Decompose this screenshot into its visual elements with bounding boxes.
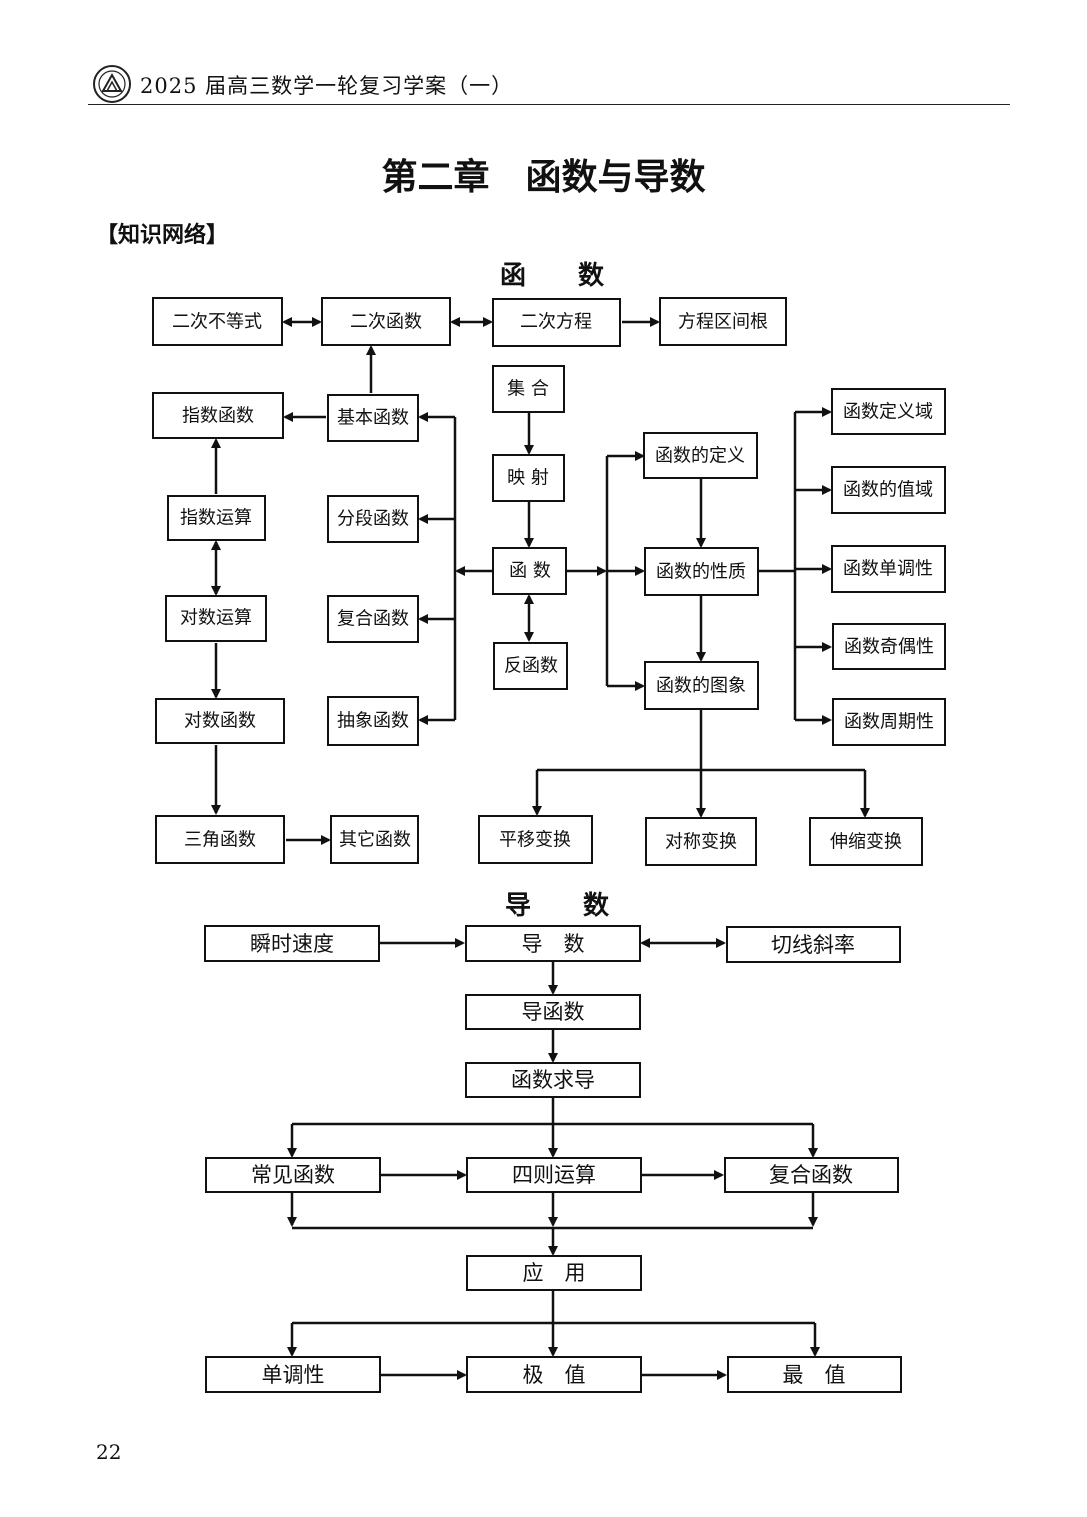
svg-text:伸缩变换: 伸缩变换 (830, 832, 902, 853)
function-map-heading: 函 数 (500, 261, 605, 291)
node-set: 集 合 (492, 365, 565, 413)
svg-text:函数的值域: 函数的值域 (843, 480, 933, 501)
function-map-edges (211, 317, 870, 845)
svg-text:三角函数: 三角函数 (184, 830, 256, 851)
node-period: 函数周期性 (832, 698, 946, 746)
node-other: 其它函数 (330, 815, 419, 864)
node-def: 函数的定义 (643, 432, 758, 479)
node-quad: 二次函数 (321, 297, 451, 346)
node-domain: 函数定义域 (831, 388, 946, 435)
node-eq2: 二次方程 (492, 298, 621, 347)
node-trig: 三角函数 (155, 815, 285, 864)
header-title: 2025 届高三数学一轮复习学案（一） (140, 74, 514, 98)
derivative-map-edges (287, 938, 820, 1380)
svg-text:抽象函数: 抽象函数 (337, 711, 409, 732)
svg-text:函数定义域: 函数定义域 (843, 402, 933, 423)
svg-text:对数函数: 对数函数 (184, 711, 256, 732)
svg-text:二次方程: 二次方程 (520, 312, 592, 333)
svg-text:复合函数: 复合函数 (769, 1163, 853, 1187)
svg-text:复合函数: 复合函数 (337, 609, 409, 630)
node-dcalc: 函数求导 (465, 1062, 641, 1098)
svg-text:映 射: 映 射 (507, 468, 549, 489)
svg-text:极 值: 极 值 (523, 1363, 586, 1387)
svg-text:集 合: 集 合 (507, 379, 549, 400)
svg-text:基本函数: 基本函数 (337, 408, 409, 429)
school-logo-icon (93, 65, 131, 103)
svg-text:平移变换: 平移变换 (499, 830, 571, 851)
node-inverse: 反函数 (493, 642, 568, 690)
node-parity: 函数奇偶性 (832, 623, 946, 670)
node-shift: 平移变换 (478, 815, 593, 864)
svg-text:对数运算: 对数运算 (180, 608, 252, 629)
svg-text:其它函数: 其它函数 (339, 830, 411, 851)
node-stretch: 伸缩变换 (809, 817, 923, 866)
node-sym: 对称变换 (645, 817, 757, 866)
svg-text:最 值: 最 值 (783, 1363, 846, 1387)
svg-text:函数的图象: 函数的图象 (656, 676, 746, 697)
svg-text:应 用: 应 用 (523, 1261, 586, 1285)
svg-text:二次不等式: 二次不等式 (172, 312, 262, 333)
node-mono: 函数单调性 (831, 545, 946, 593)
node-abstract: 抽象函数 (327, 696, 419, 746)
svg-text:指数运算: 指数运算 (180, 508, 252, 529)
svg-text:函数单调性: 函数单调性 (843, 559, 933, 580)
node-func: 函 数 (492, 547, 567, 595)
node-dmono: 单调性 (205, 1356, 381, 1393)
svg-text:切线斜率: 切线斜率 (771, 933, 855, 957)
svg-text:反函数: 反函数 (504, 656, 558, 677)
svg-text:导函数: 导函数 (522, 1000, 585, 1024)
svg-text:函数奇偶性: 函数奇偶性 (844, 637, 934, 658)
node-root: 方程区间根 (659, 297, 787, 346)
svg-text:函数求导: 函数求导 (511, 1068, 595, 1092)
node-arith: 四则运算 (466, 1157, 642, 1193)
node-ineq2: 二次不等式 (152, 297, 283, 346)
header-rule (88, 104, 1010, 105)
svg-text:导 数: 导 数 (522, 932, 585, 956)
svg-text:单调性: 单调性 (262, 1363, 325, 1387)
svg-text:分段函数: 分段函数 (337, 509, 409, 530)
svg-text:指数函数: 指数函数 (182, 406, 254, 427)
node-basic: 基本函数 (327, 394, 419, 442)
node-exp-op: 指数运算 (167, 495, 266, 541)
section-label: 【知识网络】 (96, 223, 229, 248)
node-dfunc: 导函数 (465, 994, 641, 1030)
node-slope: 切线斜率 (726, 926, 901, 963)
svg-text:函数的性质: 函数的性质 (656, 562, 746, 583)
page-number: 22 (96, 1440, 122, 1464)
node-apply: 应 用 (466, 1255, 642, 1291)
svg-text:函数的定义: 函数的定义 (655, 446, 745, 467)
svg-text:常见函数: 常见函数 (251, 1163, 335, 1187)
node-exp-fn: 指数函数 (152, 392, 284, 439)
derivative-map-heading: 导 数 (505, 891, 610, 921)
node-piece: 分段函数 (327, 495, 419, 543)
node-graph: 函数的图象 (644, 661, 759, 710)
node-extreme: 极 值 (466, 1356, 642, 1393)
chapter-title: 第二章 函数与导数 (381, 157, 706, 198)
svg-text:四则运算: 四则运算 (512, 1163, 596, 1187)
node-range: 函数的值域 (831, 466, 946, 514)
node-deriv: 导 数 (465, 925, 641, 962)
node-comp: 复合函数 (327, 595, 419, 643)
node-prop: 函数的性质 (644, 547, 759, 596)
node-log-op: 对数运算 (165, 595, 267, 642)
svg-text:函 数: 函 数 (509, 561, 551, 582)
svg-text:函数周期性: 函数周期性 (844, 712, 934, 733)
svg-text:对称变换: 对称变换 (665, 832, 737, 853)
svg-text:二次函数: 二次函数 (350, 312, 422, 333)
node-speed: 瞬时速度 (204, 925, 380, 962)
svg-text:方程区间根: 方程区间根 (678, 312, 768, 333)
node-dcomp: 复合函数 (724, 1157, 899, 1193)
node-log-fn: 对数函数 (155, 698, 285, 744)
node-map: 映 射 (492, 454, 565, 502)
node-common: 常见函数 (205, 1157, 381, 1193)
node-maxmin: 最 值 (727, 1356, 902, 1393)
svg-text:瞬时速度: 瞬时速度 (250, 932, 334, 956)
